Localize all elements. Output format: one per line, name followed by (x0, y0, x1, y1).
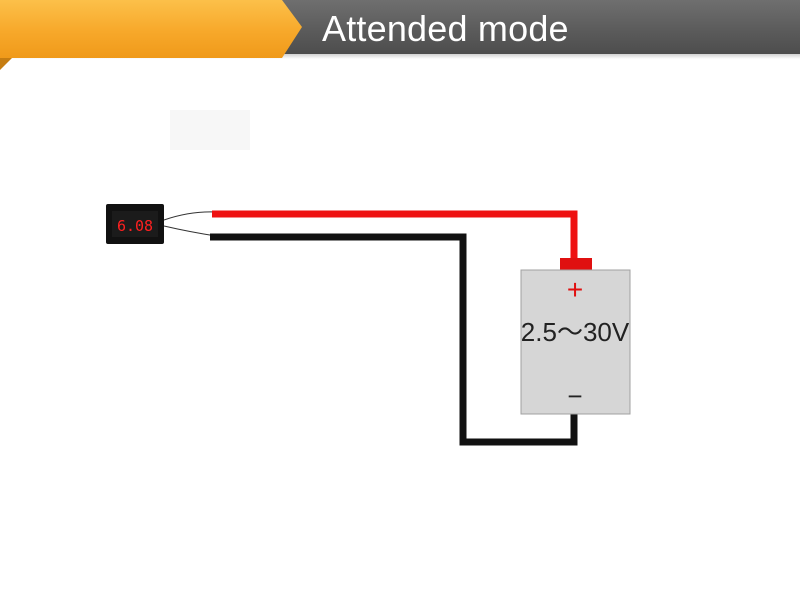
battery-body (520, 269, 631, 415)
meter-reading: 6.08 (117, 217, 153, 235)
header-banner: Attended mode (0, 0, 800, 70)
orange-arrow-shape (0, 0, 302, 58)
battery-negative-symbol: − (567, 381, 582, 411)
page-title: Attended mode (322, 8, 569, 49)
voltmeter-module: 6.08 (106, 204, 217, 244)
battery: + 2.5～30V − (520, 258, 631, 415)
positive-wire (212, 210, 578, 262)
meter-screen (112, 211, 158, 237)
negative-wire (210, 233, 578, 446)
banner-shadow (0, 54, 800, 59)
banner-orange-arrow (0, 0, 302, 70)
watermark-smudge (170, 110, 250, 150)
battery-voltage-range: 2.5～30V (521, 317, 630, 347)
orange-fold (0, 58, 12, 70)
meter-lead-positive (163, 211, 217, 221)
battery-positive-symbol: + (567, 274, 583, 305)
battery-positive-terminal (560, 258, 592, 270)
meter-lead-negative (163, 225, 217, 237)
